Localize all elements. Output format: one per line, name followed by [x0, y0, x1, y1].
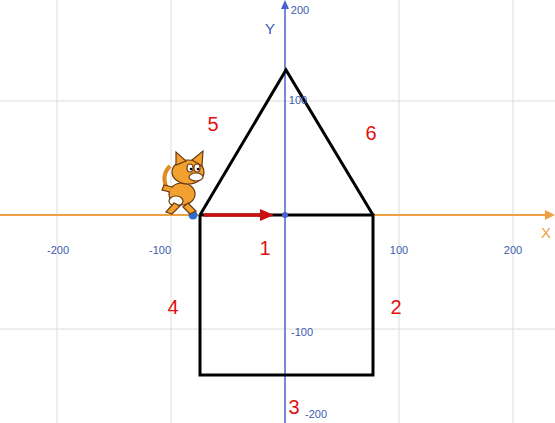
callout-number: 4 — [167, 297, 178, 317]
tick-label: -200 — [305, 409, 327, 420]
tick-label: 200 — [504, 245, 522, 256]
callout-number: 3 — [288, 397, 299, 417]
tick-label: 200 — [291, 5, 309, 16]
callout-number: 2 — [390, 297, 401, 317]
axis-name: Y — [265, 21, 275, 36]
callout-number: 5 — [207, 114, 218, 134]
tick-label: 100 — [289, 95, 307, 106]
callout-number: 1 — [259, 238, 270, 258]
axis-name: X — [541, 225, 551, 240]
tick-label: -100 — [149, 245, 171, 256]
callout-number: 6 — [365, 123, 376, 143]
tick-label: -200 — [47, 245, 69, 256]
tick-label: 100 — [390, 245, 408, 256]
tick-label: -100 — [291, 327, 313, 338]
